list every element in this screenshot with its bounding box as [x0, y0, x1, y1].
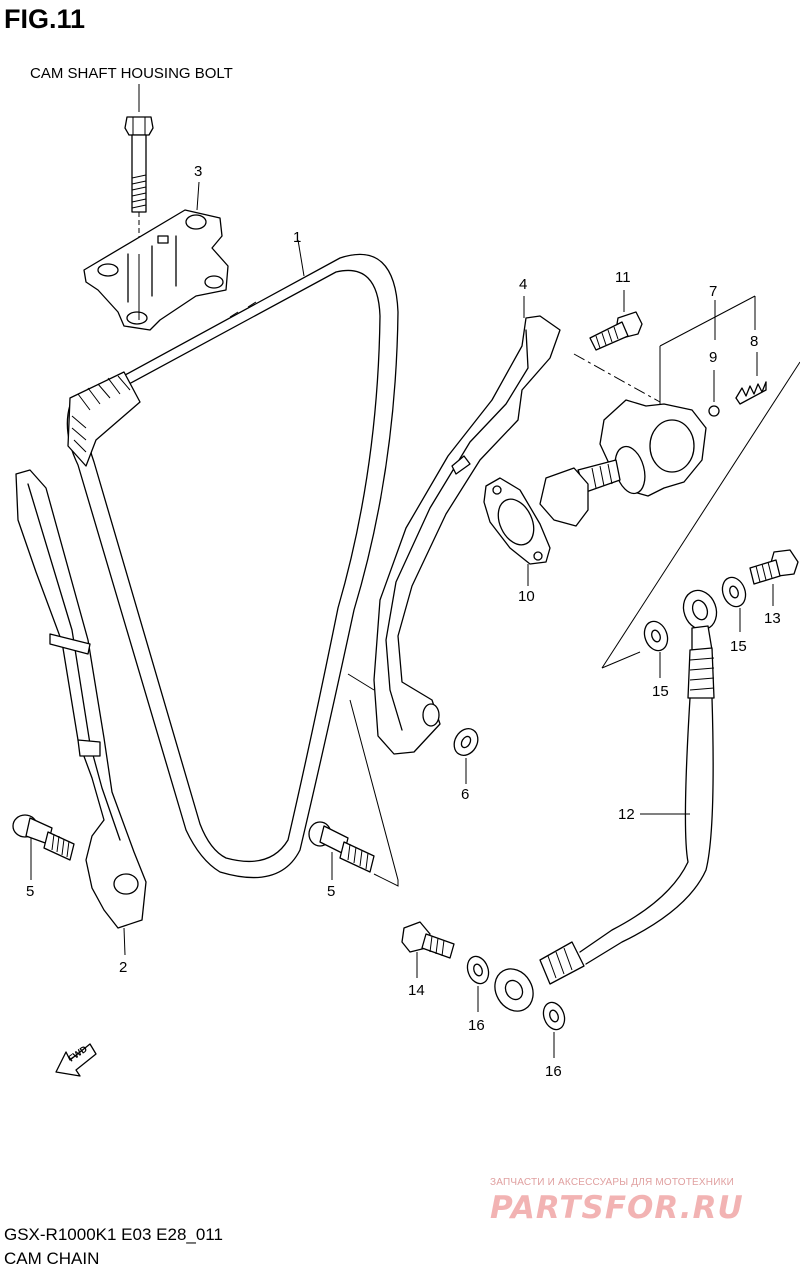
spring — [735, 352, 767, 405]
callout-5-left: 5 — [26, 883, 35, 900]
oil-hose — [494, 589, 718, 1012]
cam-chain — [66, 239, 399, 879]
model-code: GSX-R1000K1 E03 E28_011 — [4, 1225, 223, 1244]
figure-title: FIG.11 — [4, 4, 86, 34]
tensioner-slipper — [373, 296, 561, 755]
union-bolt-upper — [749, 549, 799, 606]
callout-5-right: 5 — [327, 883, 336, 900]
ball — [708, 370, 720, 417]
watermark-tagline: ЗАПЧАСТИ И АКСЕССУАРЫ ДЛЯ МОТОТЕХНИКИ — [490, 1177, 735, 1188]
caption-cam-shaft-housing-bolt: CAM SHAFT HOUSING BOLT — [30, 65, 233, 82]
callout-11: 11 — [615, 269, 631, 286]
callout-15-a: 15 — [730, 638, 747, 655]
callout-3: 3 — [194, 163, 203, 180]
section-name: CAM CHAIN — [4, 1249, 100, 1268]
callout-9: 9 — [709, 349, 718, 366]
callout-16-b: 16 — [545, 1063, 562, 1080]
hose-bracket-line — [601, 361, 800, 669]
callout-12: 12 — [618, 806, 635, 823]
callout-8: 8 — [750, 333, 759, 350]
hose-bracket-line-2 — [601, 651, 641, 669]
callout-14: 14 — [408, 982, 425, 999]
gasket-washer-c — [466, 955, 490, 1012]
fwd-arrow-icon: FWD — [55, 1043, 97, 1077]
guide-bolt-right — [308, 673, 399, 887]
union-bolt-lower — [401, 921, 455, 978]
callout-1: 1 — [293, 229, 302, 246]
tensioner-bolt — [589, 290, 643, 351]
callout-16-a: 16 — [468, 1017, 485, 1034]
gasket-washer-a — [721, 576, 747, 632]
gasket-washer-b — [643, 620, 669, 678]
callout-6: 6 — [461, 786, 470, 803]
tensioner-assembly — [539, 295, 756, 527]
callout-10: 10 — [518, 588, 535, 605]
watermark-logo: PARTSFOR.RU — [490, 1190, 744, 1226]
gasket — [483, 477, 551, 586]
callout-4: 4 — [519, 276, 528, 293]
cam-shaft-housing-bracket — [83, 181, 229, 331]
callout-13: 13 — [764, 610, 781, 627]
callout-7: 7 — [709, 283, 718, 300]
chain-guide-no1 — [15, 469, 147, 956]
guide-bolt-left — [12, 814, 75, 880]
callout-15-b: 15 — [652, 683, 669, 700]
cam-shaft-housing-bolt — [124, 84, 154, 320]
gasket-washer-d — [542, 1001, 566, 1058]
washer — [453, 728, 479, 784]
callout-2: 2 — [119, 959, 128, 976]
